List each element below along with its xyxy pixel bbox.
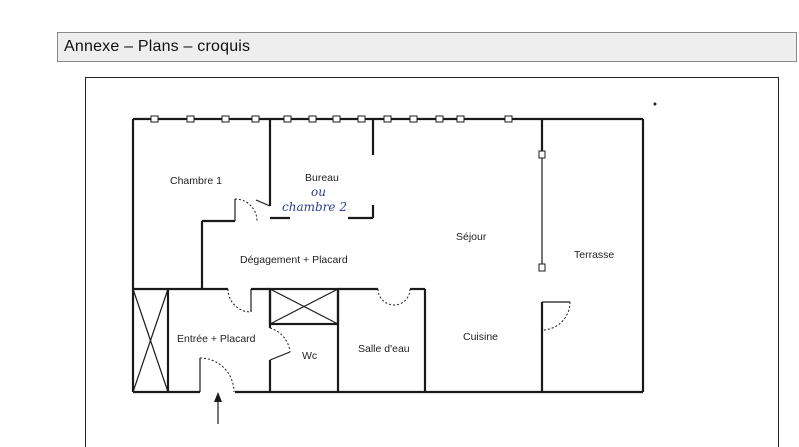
room-bureau: Bureau <box>305 172 339 184</box>
entrance-arrow <box>214 392 222 424</box>
room-entree: Entrée + Placard <box>177 333 256 345</box>
scan-speck <box>653 102 657 106</box>
room-terrasse: Terrasse <box>574 249 614 261</box>
room-salle-eau: Salle d'eau <box>358 343 410 355</box>
plan-frame <box>85 77 779 447</box>
room-degagement: Dégagement + Placard <box>240 254 348 266</box>
section-header: Annexe – Plans – croquis <box>57 32 797 62</box>
room-cuisine: Cuisine <box>463 331 498 343</box>
top-windows <box>138 115 513 123</box>
interior-walls <box>132 119 546 393</box>
outer-walls <box>131 117 645 394</box>
doors <box>199 198 571 393</box>
room-wc: Wc <box>302 350 317 362</box>
section-title: Annexe – Plans – croquis <box>64 38 251 55</box>
room-sejour: Séjour <box>456 231 487 243</box>
room-chambre-1: Chambre 1 <box>170 175 222 187</box>
room-bureau-handwritten-chambre2: chambre 2 <box>282 200 347 214</box>
room-bureau-handwritten-ou: ou <box>311 185 326 199</box>
